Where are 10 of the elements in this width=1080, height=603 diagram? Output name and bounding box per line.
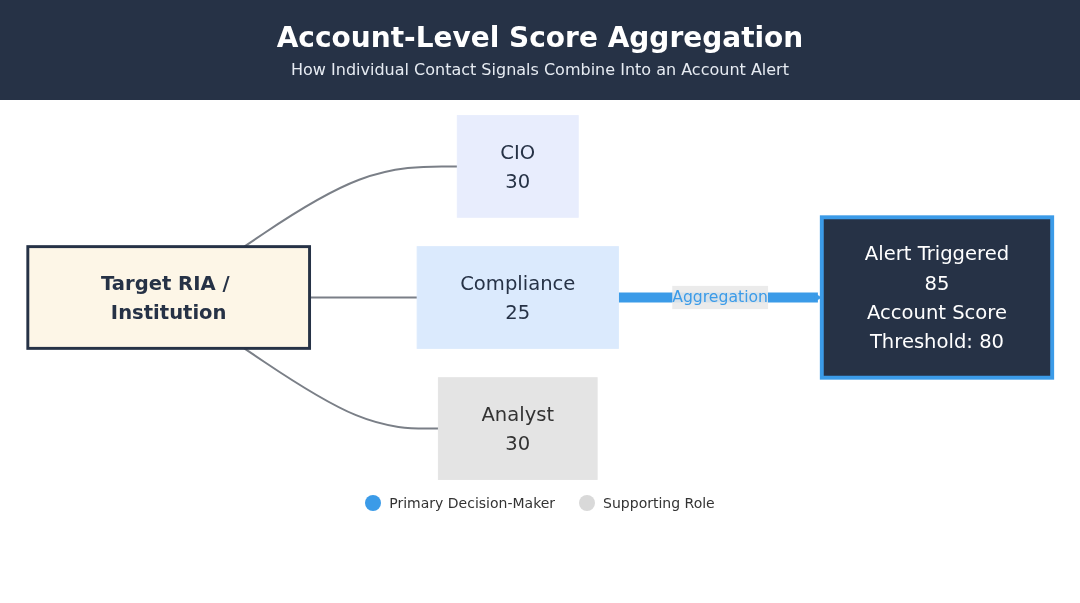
- node-box: Analyst 30: [437, 377, 598, 480]
- subtitle: How Individual Contact Signals Combine Into an Account Alert: [291, 60, 789, 79]
- legend-label: Primary Decision-Maker: [389, 495, 556, 511]
- node-box: Compliance 25: [416, 246, 619, 349]
- node-box: Alert Triggered 85 Account Score Threshold: 80: [819, 215, 1055, 380]
- node-box: CIO 30: [456, 115, 579, 218]
- legend-label: Supporting Role: [603, 495, 715, 511]
- title: Account-Level Score Aggregation: [276, 21, 804, 54]
- node-box: Target RIA / Institution: [26, 245, 311, 350]
- edge-label: Aggregation: [672, 287, 769, 307]
